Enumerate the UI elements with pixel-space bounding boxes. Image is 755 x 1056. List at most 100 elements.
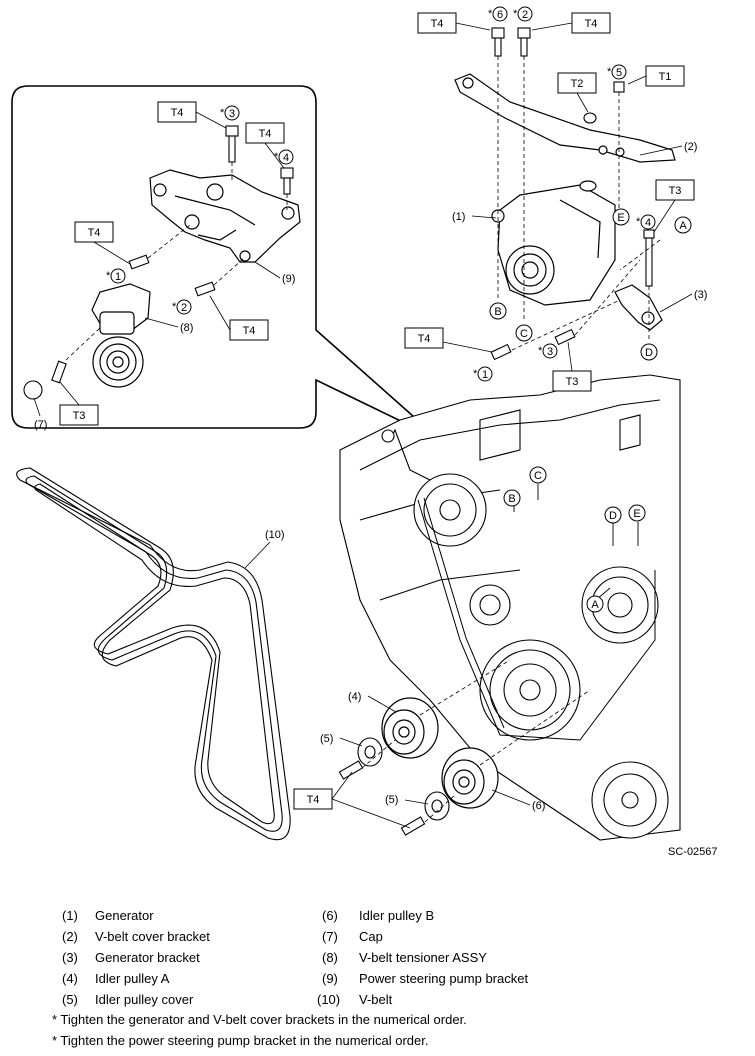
marker-b-upper: B (494, 306, 501, 318)
torque-tag-t4-inset-2: T4 (243, 325, 256, 337)
legend-text: V-belt tensioner ASSY (359, 950, 487, 965)
power-steering-pump-bracket-drawing (149, 169, 301, 263)
torque-tag-t3-inset: T3 (73, 410, 86, 422)
callout-3: (3) (694, 289, 707, 301)
star-4-right: * (636, 216, 641, 228)
star-2-top: * (513, 8, 518, 20)
marker-e-upper: E (617, 212, 624, 224)
callout-numbers: (1) (2) (3) (4) (5) (5) (6) (7) (8) (9) … (34, 141, 707, 812)
torque-tag-t4-generator: T4 (418, 333, 431, 345)
engine-block-drawing (339, 374, 681, 841)
torque-tag-t4-inset-1: T4 (88, 227, 101, 239)
torque-tag-t4-inset-3: T4 (171, 107, 184, 119)
legend-number: (4) (62, 971, 78, 986)
star-1-inset: * (106, 270, 111, 282)
engine-belt-route (417, 497, 656, 741)
star-5: * (607, 66, 612, 78)
generator-bracket-drawing (614, 284, 663, 331)
v-belt-drawing (16, 467, 291, 841)
legend-number: (9) (322, 971, 338, 986)
idler-pulley-b-drawing (441, 747, 499, 809)
order-1-right: 1 (482, 369, 488, 381)
note-generator-order: * Tighten the generator and V-belt cover… (52, 1012, 467, 1027)
marker-a-engine: A (591, 599, 599, 611)
callout-4: (4) (348, 691, 361, 703)
order-3-inset: 3 (229, 108, 235, 120)
idler-pulley-a-drawing (381, 697, 439, 759)
star-2-inset: * (172, 301, 177, 313)
star-6: * (488, 8, 493, 20)
legend-text: V-belt cover bracket (95, 929, 210, 944)
marker-e-engine: E (633, 508, 640, 520)
order-5: 5 (616, 67, 622, 79)
order-2-top: 2 (522, 9, 528, 21)
star-3-inset: * (220, 107, 225, 119)
torque-tag-t4-inset-4: T4 (259, 128, 272, 140)
inset-bolts (23, 125, 294, 400)
figure-code: SC-02567 (668, 846, 718, 858)
callout-10: (10) (265, 529, 285, 541)
torque-tag-t3-bracket: T3 (566, 376, 579, 388)
order-4-inset: 4 (283, 152, 289, 164)
legend-number: (8) (322, 950, 338, 965)
idler-pulley-covers-drawing (338, 737, 450, 836)
callout-5a: (5) (320, 733, 333, 745)
marker-a-upper: A (679, 220, 687, 232)
legend-number: (2) (62, 929, 78, 944)
upper-right-bolts (490, 27, 655, 361)
generator-drawing (491, 180, 616, 306)
inset-leader-lines (65, 162, 288, 361)
torque-tag-leaders (59, 22, 676, 829)
inset-panel (11, 85, 441, 441)
callout-9: (9) (282, 273, 295, 285)
order-2-inset: 2 (181, 302, 187, 314)
star-4-inset: * (274, 151, 279, 163)
torque-tag-t4-top-right: T4 (585, 18, 598, 30)
callout-2: (2) (684, 141, 697, 153)
legend-text: Generator (95, 908, 154, 923)
callout-6: (6) (532, 800, 545, 812)
order-1-inset: 1 (115, 271, 121, 283)
connection-markers: B C E A D B C D E A (489, 208, 692, 613)
legend-number: (3) (62, 950, 78, 965)
torque-tag-t4-top-left: T4 (431, 18, 444, 30)
lower-leader-lines (361, 659, 591, 823)
legend-text: Idler pulley A (95, 971, 170, 986)
torque-tag-t2: T2 (571, 78, 584, 90)
v-belt-cover-bracket-drawing (454, 73, 676, 163)
callout-number-leaders (33, 145, 693, 806)
marker-d-engine: D (609, 510, 617, 522)
star-1-right: * (473, 368, 478, 380)
legend-text: Generator bracket (95, 950, 200, 965)
marker-c-upper: C (520, 328, 528, 340)
legend-number: (6) (322, 908, 338, 923)
order-4-right: 4 (645, 217, 651, 229)
legend-text: Cap (359, 929, 383, 944)
marker-c-engine: C (534, 470, 542, 482)
legend-text: Idler pulley cover (95, 992, 194, 1007)
legend-number: (7) (322, 929, 338, 944)
torque-tag-t3-generator: T3 (669, 185, 682, 197)
note-steering-bracket-order: * Tighten the power steering pump bracke… (52, 1033, 429, 1048)
legend-number: (10) (317, 992, 341, 1007)
torque-tag-t1: T1 (659, 71, 672, 83)
v-belt-tensioner-drawing (91, 283, 151, 388)
upper-right-leader-lines (497, 56, 661, 351)
legend-number: (1) (62, 908, 78, 923)
legend-number: (5) (62, 992, 78, 1007)
callout-8: (8) (180, 322, 193, 334)
marker-b-engine: B (508, 493, 515, 505)
legend-text: Idler pulley B (359, 908, 435, 923)
callout-5b: (5) (385, 794, 398, 806)
torque-tags: T4 T4 T1 T2 T3 T4 T3 T4 T4 T4 T4 T3 T4 (59, 12, 695, 810)
star-3-right: * (538, 345, 543, 357)
legend-text: Power steering pump bracket (359, 971, 529, 986)
legend-text: V-belt (359, 992, 393, 1007)
torque-tag-t4-idler: T4 (307, 794, 320, 806)
callout-1: (1) (452, 211, 465, 223)
order-6: 6 (497, 9, 503, 21)
tightening-order-markers: * 6 * 2 * 5 * 4 * 3 * 1 * 3 * 4 * 1 * 2 (106, 6, 656, 382)
order-3-right: 3 (547, 346, 553, 358)
parts-legend: (1) Generator (2) V-belt cover bracket (… (0, 896, 755, 1056)
callout-7: (7) (34, 419, 47, 431)
